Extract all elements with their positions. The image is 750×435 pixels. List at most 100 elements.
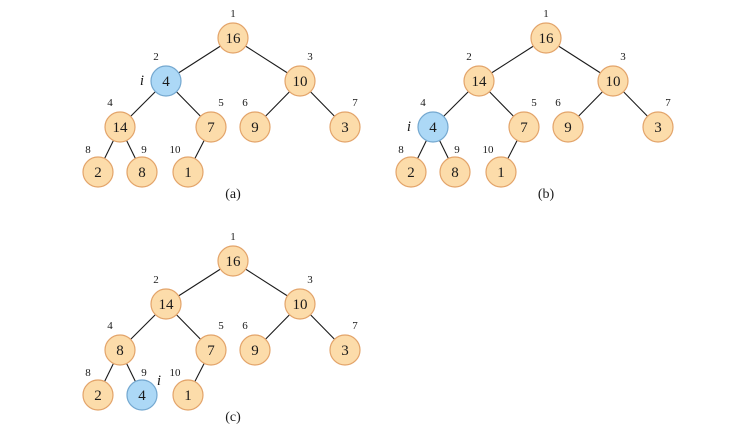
node-circle: [329, 111, 361, 143]
node-index: 6: [242, 320, 248, 332]
node-index: 10: [170, 144, 182, 156]
edge-3-6: [265, 314, 290, 340]
node-index: 8: [85, 367, 91, 379]
heap-node: 75: [195, 320, 227, 366]
node-circle: [104, 111, 136, 143]
heap-node: 144: [104, 97, 136, 143]
heap-node: 142: [463, 51, 495, 97]
node-index: 10: [483, 144, 495, 156]
edge-2-5: [176, 91, 201, 117]
node-value: 3: [341, 343, 349, 359]
pointer-i-label: i: [407, 119, 411, 135]
heap-node: 84: [104, 320, 136, 366]
node-index: 1: [230, 231, 236, 243]
node-circle: [82, 379, 114, 411]
node-circle: [463, 65, 495, 97]
heap-node: 10 3: [284, 274, 316, 320]
heap-node: 103: [597, 51, 629, 97]
heap-node: 16 1: [217, 8, 249, 54]
node-index: 1: [230, 8, 236, 20]
edge-2-5: [176, 314, 201, 340]
node-value: 8: [451, 165, 459, 181]
node-circle: [329, 334, 361, 366]
node-value: 16: [226, 31, 242, 47]
heap-node: 28: [395, 144, 427, 188]
edge-2-4: [443, 91, 469, 117]
heap-node: 89: [439, 144, 471, 188]
panel-caption: (a): [225, 187, 241, 202]
node-circle: [485, 156, 517, 188]
node-value: 14: [113, 120, 129, 136]
node-circle: [552, 111, 584, 143]
edge-1-3: [558, 45, 601, 74]
edge-1-3: [245, 268, 288, 297]
node-circle: [239, 111, 271, 143]
node-circle: [217, 22, 249, 54]
node-value: 8: [138, 165, 146, 181]
node-circle: [530, 22, 562, 54]
node-circle: [82, 156, 114, 188]
heap-node: 16 1: [530, 8, 562, 54]
node-index: 5: [218, 97, 224, 109]
edge-3-7: [310, 91, 335, 117]
edge-2-4: [130, 314, 156, 340]
node-index: 9: [141, 144, 147, 156]
node-index: 7: [352, 97, 358, 109]
edge-1-2: [178, 45, 221, 74]
node-index: 7: [352, 320, 358, 332]
node-circle: [508, 111, 540, 143]
node-value: 8: [116, 343, 124, 359]
panel-caption: (c): [225, 410, 241, 425]
heap-node: 37: [642, 97, 674, 143]
node-index: 5: [218, 320, 224, 332]
heap-node: 37: [329, 320, 361, 366]
heap-node: 103: [284, 51, 316, 97]
node-index: 4: [420, 97, 426, 109]
node-circle: [395, 156, 427, 188]
edge-3-7: [623, 91, 648, 117]
node-value: 4: [162, 74, 170, 90]
edge-4-8: [104, 140, 114, 159]
node-index: 7: [665, 97, 671, 109]
node-value: 7: [207, 120, 215, 136]
heap-node: 28: [82, 367, 114, 411]
node-index: 10: [170, 367, 182, 379]
node-index: 3: [307, 274, 313, 286]
node-index: 6: [555, 97, 561, 109]
node-index: 9: [454, 144, 460, 156]
node-value: 10: [606, 74, 621, 90]
node-circle: [195, 111, 227, 143]
node-circle: [439, 156, 471, 188]
node-circle: [597, 65, 629, 97]
heap-node: 110: [483, 144, 517, 188]
node-circle: [217, 245, 249, 277]
edge-4-9: [439, 140, 449, 159]
node-value: 9: [251, 343, 259, 359]
node-value: 10: [293, 297, 308, 313]
edge-5-10: [194, 140, 205, 159]
edge-5-10: [194, 363, 205, 382]
node-index: 4: [107, 97, 113, 109]
node-value: 9: [251, 120, 259, 136]
node-value: 2: [94, 388, 102, 404]
node-value: 16: [539, 31, 555, 47]
heap-node: 28: [82, 144, 114, 188]
heap-node: 110: [170, 144, 204, 188]
edge-4-8: [104, 363, 114, 382]
edge-2-4: [130, 91, 156, 117]
node-value: 7: [520, 120, 528, 136]
node-index: 1: [543, 8, 549, 20]
edge-2-5: [489, 91, 514, 117]
node-circle: [284, 288, 316, 320]
node-circle: [195, 334, 227, 366]
edge-1-3: [245, 45, 288, 74]
edge-1-2: [491, 45, 534, 74]
node-index: 2: [153, 51, 159, 63]
heap-node: 89: [126, 144, 158, 188]
highlighted-node-circle: [150, 65, 182, 97]
heap-node: 44: [417, 97, 449, 143]
node-index: 8: [85, 144, 91, 156]
node-value: 2: [94, 165, 102, 181]
